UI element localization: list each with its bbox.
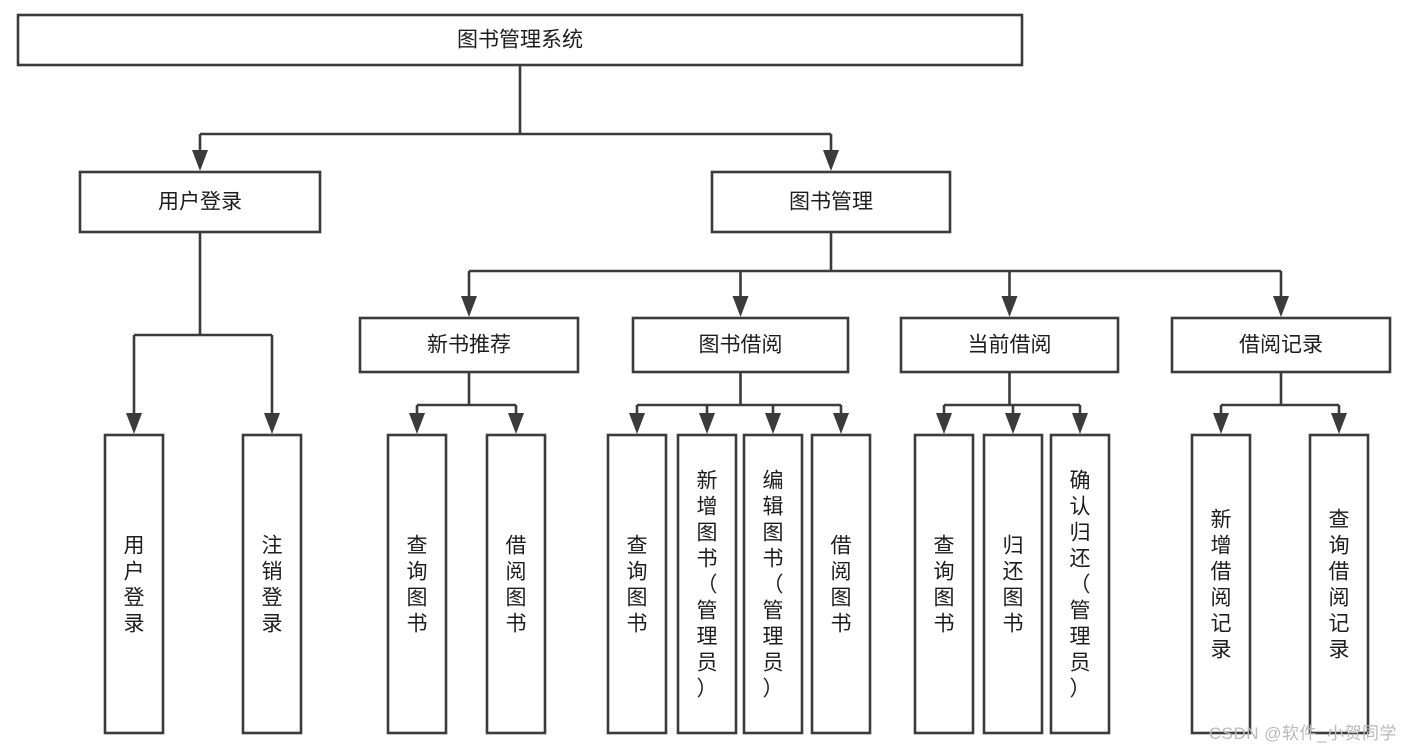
node-label: 查询图书 <box>627 534 648 635</box>
arrow-head-icon <box>833 413 849 434</box>
arrow-head-icon <box>461 296 477 317</box>
node-l5[interactable]: 查询图书 <box>606 433 668 735</box>
arrow-head-icon <box>629 413 645 434</box>
node-label: 借阅图书 <box>506 534 527 635</box>
node-label: 查询图书 <box>407 534 428 635</box>
node-box[interactable] <box>676 433 738 735</box>
node-box[interactable] <box>899 316 1120 374</box>
node-label: 图书管理系统 <box>457 29 583 52</box>
connector-group-n2b <box>461 232 1289 317</box>
node-box[interactable] <box>810 433 872 735</box>
node-box[interactable] <box>358 316 580 374</box>
arrow-head-icon <box>1331 413 1347 434</box>
node-l7[interactable]: 编辑图书（管理员） <box>742 433 804 735</box>
node-n3b[interactable]: 图书借阅 <box>631 316 850 374</box>
connector-group-n3a <box>409 372 524 434</box>
connector-group-n2a <box>126 232 280 434</box>
node-label: 借阅记录 <box>1239 334 1323 357</box>
arrow-head-icon <box>1005 413 1021 434</box>
arrow-head-icon <box>192 150 208 171</box>
node-box[interactable] <box>103 433 165 735</box>
arrow-head-icon <box>1072 413 1088 434</box>
node-box[interactable] <box>1308 433 1370 735</box>
node-label: 借阅图书 <box>831 534 852 635</box>
node-label: 图书借阅 <box>699 334 783 357</box>
node-n3c[interactable]: 当前借阅 <box>899 316 1120 374</box>
arrow-head-icon <box>1001 296 1018 317</box>
node-box[interactable] <box>16 13 1024 67</box>
node-l11[interactable]: 确认归还（管理员） <box>1049 433 1111 735</box>
node-box[interactable] <box>78 170 322 234</box>
node-box[interactable] <box>742 433 804 735</box>
node-n3a[interactable]: 新书推荐 <box>358 316 580 374</box>
node-label: 新书推荐 <box>427 334 511 357</box>
connector-group-n3b <box>629 372 849 434</box>
connector-group-n3d <box>1213 372 1347 434</box>
arrow-head-icon <box>732 296 749 317</box>
node-label: 用户登录 <box>124 534 145 635</box>
node-box[interactable] <box>1170 316 1392 374</box>
node-box[interactable] <box>913 433 975 735</box>
node-l6[interactable]: 新增图书（管理员） <box>676 433 738 735</box>
arrow-head-icon <box>508 413 524 434</box>
node-n2a[interactable]: 用户登录 <box>78 170 322 234</box>
node-box[interactable] <box>631 316 850 374</box>
node-l1[interactable]: 用户登录 <box>103 433 165 735</box>
arrow-head-icon <box>765 413 781 434</box>
arrow-head-icon <box>264 413 280 434</box>
node-label: 编辑图书（管理员） <box>763 469 784 700</box>
node-label: 新增借阅记录 <box>1211 508 1232 661</box>
node-n2b[interactable]: 图书管理 <box>710 170 952 234</box>
node-box[interactable] <box>606 433 668 735</box>
node-l9[interactable]: 查询图书 <box>913 433 975 735</box>
node-l3[interactable]: 查询图书 <box>386 433 448 735</box>
node-l10[interactable]: 归还图书 <box>982 433 1044 735</box>
node-label: 查询借阅记录 <box>1329 508 1350 661</box>
arrow-head-icon <box>823 150 839 171</box>
node-label: 用户登录 <box>158 191 242 214</box>
node-label: 确认归还（管理员） <box>1070 469 1091 700</box>
node-box[interactable] <box>485 433 547 735</box>
node-layer: 图书管理系统用户登录图书管理新书推荐图书借阅当前借阅借阅记录用户登录注销登录查询… <box>16 13 1392 735</box>
node-label: 当前借阅 <box>968 334 1052 357</box>
arrow-head-icon <box>409 413 425 434</box>
connector-group-n3c <box>936 372 1088 434</box>
node-label: 新增图书（管理员） <box>697 469 718 700</box>
arrow-head-icon <box>126 413 142 434</box>
node-l12[interactable]: 新增借阅记录 <box>1190 433 1252 735</box>
arrow-head-icon <box>1273 296 1289 317</box>
node-l8[interactable]: 借阅图书 <box>810 433 872 735</box>
node-box[interactable] <box>710 170 952 234</box>
node-label: 注销登录 <box>262 534 283 635</box>
node-l2[interactable]: 注销登录 <box>241 433 303 735</box>
node-box[interactable] <box>241 433 303 735</box>
node-label: 归还图书 <box>1003 534 1024 635</box>
node-root[interactable]: 图书管理系统 <box>16 13 1024 67</box>
arrow-head-icon <box>936 413 952 434</box>
arrow-head-icon <box>699 413 715 434</box>
node-box[interactable] <box>1049 433 1111 735</box>
csdn-watermark: CSDN @软件_小贺同学 <box>1208 724 1397 743</box>
node-l4[interactable]: 借阅图书 <box>485 433 547 735</box>
connector-group-root <box>192 65 839 171</box>
node-box[interactable] <box>386 433 448 735</box>
node-l13[interactable]: 查询借阅记录 <box>1308 433 1370 735</box>
node-label: 图书管理 <box>789 191 873 214</box>
arrow-head-icon <box>1213 413 1229 434</box>
node-label: 查询图书 <box>934 534 955 635</box>
node-box[interactable] <box>982 433 1044 735</box>
node-n3d[interactable]: 借阅记录 <box>1170 316 1392 374</box>
node-box[interactable] <box>1190 433 1252 735</box>
connector-layer <box>126 65 1347 434</box>
